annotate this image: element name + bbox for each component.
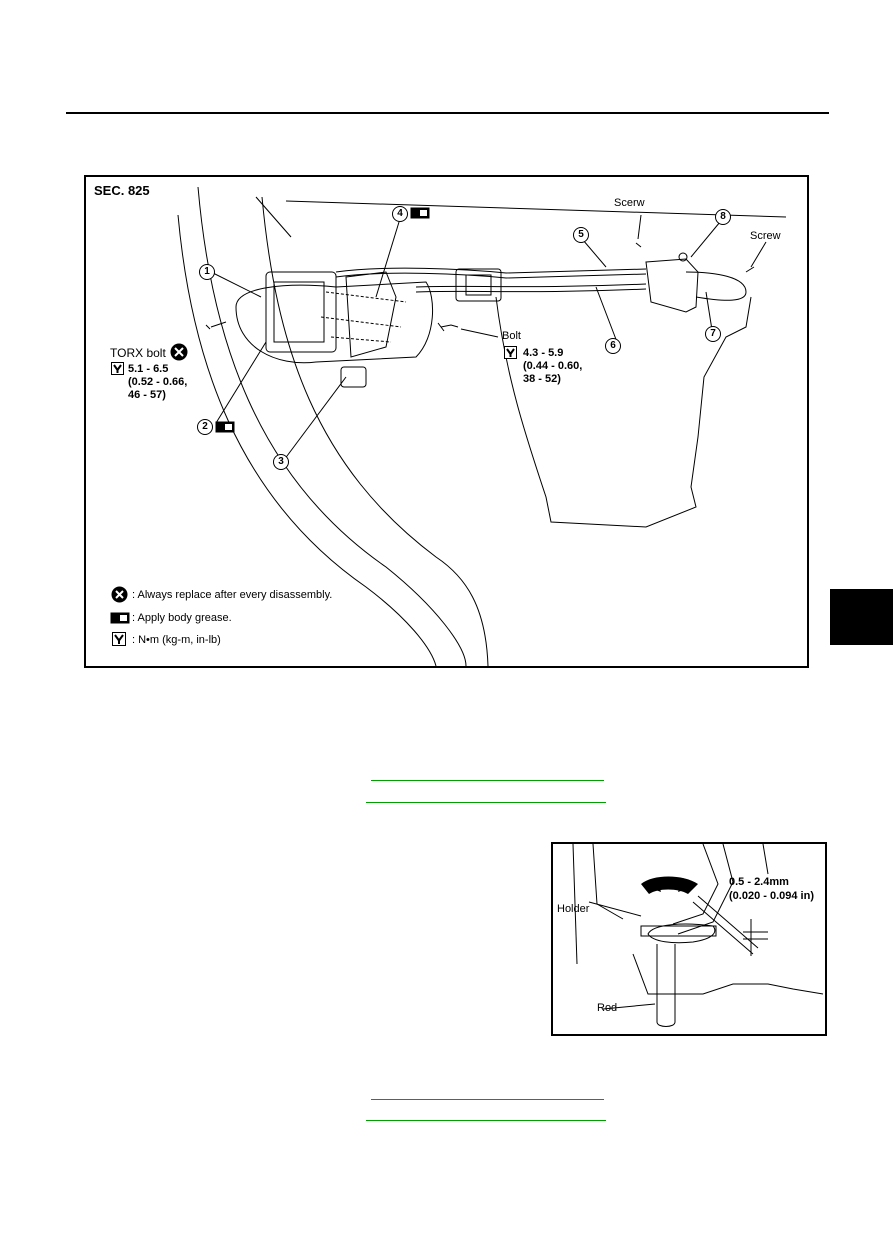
legend-replace: : Always replace after every disassembly… [132,589,333,601]
torx-torque-value: 5.1 - 6.5 [128,363,169,375]
callout-3: 3 [273,454,289,470]
callout-1: 1 [199,264,215,280]
section-tab [830,589,893,645]
rod-holder-diagram: Holder Rod 0.5 - 2.4mm (0.020 - 0.094 in… [551,842,827,1036]
gap-value: 0.5 - 2.4mm [729,876,789,888]
screw-label-right: Screw [750,230,781,242]
torque-icon [504,346,517,359]
torx-bolt-label: TORX bolt [110,346,166,360]
bolt-torque-kgm: (0.44 - 0.60, [523,360,583,372]
link-underline-1[interactable] [371,780,604,781]
torx-torque-inlb: 46 - 57) [128,389,166,401]
gap-imperial: (0.020 - 0.094 in) [729,890,814,902]
callout-2: 2 [197,419,213,435]
callout-5: 5 [573,227,589,243]
link-underline-4[interactable] [366,1120,606,1121]
grease-icon [110,612,130,624]
replace-icon [170,343,188,361]
bolt-label: Bolt [502,330,521,342]
header-rule [66,112,829,114]
grease-icon [410,207,430,219]
legend-grease: : Apply body grease. [132,612,232,624]
link-underline-2[interactable] [366,802,606,803]
replace-icon [111,586,128,603]
door-lock-diagram: SEC. 825 1 2 3 4 5 6 7 8 Scerw Screw Bol… [84,175,809,668]
bolt-torque-value: 4.3 - 5.9 [523,347,564,359]
holder-label: Holder [557,903,590,915]
callout-7: 7 [705,326,721,342]
screw-label-left: Scerw [614,197,645,209]
callout-4: 4 [392,206,408,222]
link-underline-3[interactable] [371,1099,604,1100]
callout-8: 8 [715,209,731,225]
section-number: SEC. 825 [94,183,150,198]
torx-torque-kgm: (0.52 - 0.66, [128,376,188,388]
bolt-torque-inlb: 38 - 52) [523,373,561,385]
torque-icon [112,632,126,646]
grease-icon [215,421,235,433]
rod-holder-drawing [572,844,824,1027]
legend-torque: : N•m (kg-m, in-lb) [132,634,221,646]
torque-icon [111,362,124,375]
callout-6: 6 [605,338,621,354]
rod-label: Rod [597,1002,618,1014]
